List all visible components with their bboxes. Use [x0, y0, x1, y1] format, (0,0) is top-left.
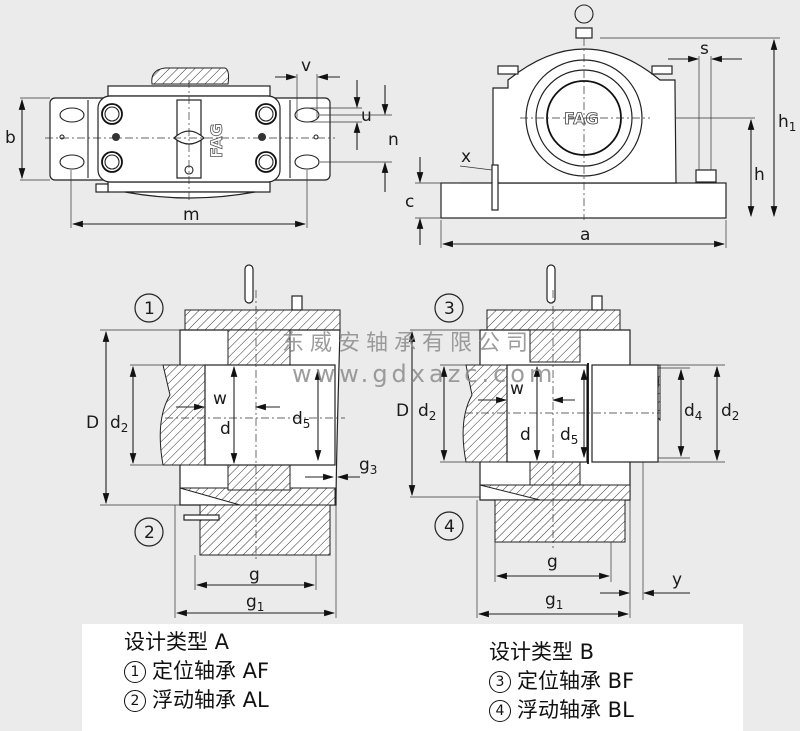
- dim-g3-label-a: g3: [359, 455, 377, 477]
- front-view: FAG a h1 h s c x: [405, 4, 796, 248]
- legend-design-a-title: 设计类型 A: [124, 630, 230, 654]
- dim-w-label-a: w: [213, 389, 227, 409]
- dim-d5-label-a: d5: [292, 409, 310, 431]
- section-a: 1 2 D d2 d w d5 g3 g g1: [86, 264, 377, 618]
- dim-v-label: v: [301, 56, 311, 76]
- dim-d-label-b: d: [520, 425, 531, 445]
- dim-D-label-a: D: [86, 413, 99, 433]
- legend-design-b-title: 设计类型 B: [489, 640, 595, 664]
- dim-n-label: n: [388, 130, 399, 150]
- dim-d-label-a: d: [220, 419, 231, 439]
- dim-d2r-label-b: d2: [721, 401, 739, 423]
- dim-u-label: u: [361, 106, 372, 126]
- legend-item-label: 定位轴承 BF: [517, 669, 635, 693]
- top-view: FAG b m v u n: [5, 56, 399, 228]
- watermark-company: 东威安轴承有限公司: [282, 331, 534, 356]
- legend-item: 3 定位轴承 BF: [489, 667, 634, 696]
- dim-d2-label-a: d2: [110, 413, 128, 435]
- dim-x-label: x: [461, 147, 471, 167]
- dim-y-label-b: y: [672, 570, 682, 590]
- dim-s-label: s: [700, 39, 709, 59]
- dim-D-label-b: D: [396, 401, 409, 421]
- number-badge: 2: [124, 690, 146, 712]
- legend-item-label: 浮动轴承 AL: [152, 688, 269, 712]
- dim-h1-label: h1: [778, 112, 796, 134]
- dim-h-label: h: [754, 165, 765, 185]
- legend-panel: 设计类型 A 1 定位轴承 AF 2 浮动轴承 AL 设计类型 B 3 定位轴承 BF…: [82, 624, 743, 731]
- legend-item-label: 定位轴承 AF: [152, 659, 270, 683]
- dim-m-label: m: [183, 205, 200, 225]
- watermark-url: www.gdxazc.com: [292, 360, 556, 388]
- dim-g1-label-a: g1: [246, 592, 264, 614]
- dim-a-label: a: [580, 225, 590, 245]
- number-badge: 1: [124, 661, 146, 683]
- legend-item: 4 浮动轴承 BL: [489, 696, 634, 725]
- section-b-marker-bottom: 4: [444, 517, 455, 537]
- number-badge: 4: [489, 700, 511, 722]
- dim-w-label-b: w: [510, 379, 524, 399]
- dim-b-label: b: [5, 128, 16, 148]
- dim-g-label-a: g: [249, 565, 260, 585]
- legend-design-a: 设计类型 A 1 定位轴承 AF 2 浮动轴承 AL: [124, 628, 269, 715]
- dim-g-label-b: g: [547, 552, 558, 572]
- section-a-marker-top: 1: [144, 299, 155, 319]
- legend-item: 2 浮动轴承 AL: [124, 686, 269, 715]
- section-b: 3 4 D d2 d w d5 d4 d2 g g1: [396, 264, 739, 618]
- dim-c-label: c: [405, 192, 414, 212]
- dim-g1-label-b: g1: [545, 590, 563, 612]
- legend-design-b: 设计类型 B 3 定位轴承 BF 4 浮动轴承 BL: [489, 638, 634, 725]
- dim-d2-label-b: d2: [418, 401, 436, 423]
- dim-d4-label-b: d4: [684, 401, 702, 423]
- front-view-fag-logo: FAG: [564, 109, 599, 128]
- top-view-fag-logo: FAG: [207, 123, 226, 158]
- legend-item: 1 定位轴承 AF: [124, 657, 269, 686]
- section-b-marker-top: 3: [444, 299, 455, 319]
- legend-item-label: 浮动轴承 BL: [517, 698, 634, 722]
- dim-d5-label-b: d5: [560, 425, 578, 447]
- number-badge: 3: [489, 671, 511, 693]
- section-a-marker-bottom: 2: [144, 523, 155, 543]
